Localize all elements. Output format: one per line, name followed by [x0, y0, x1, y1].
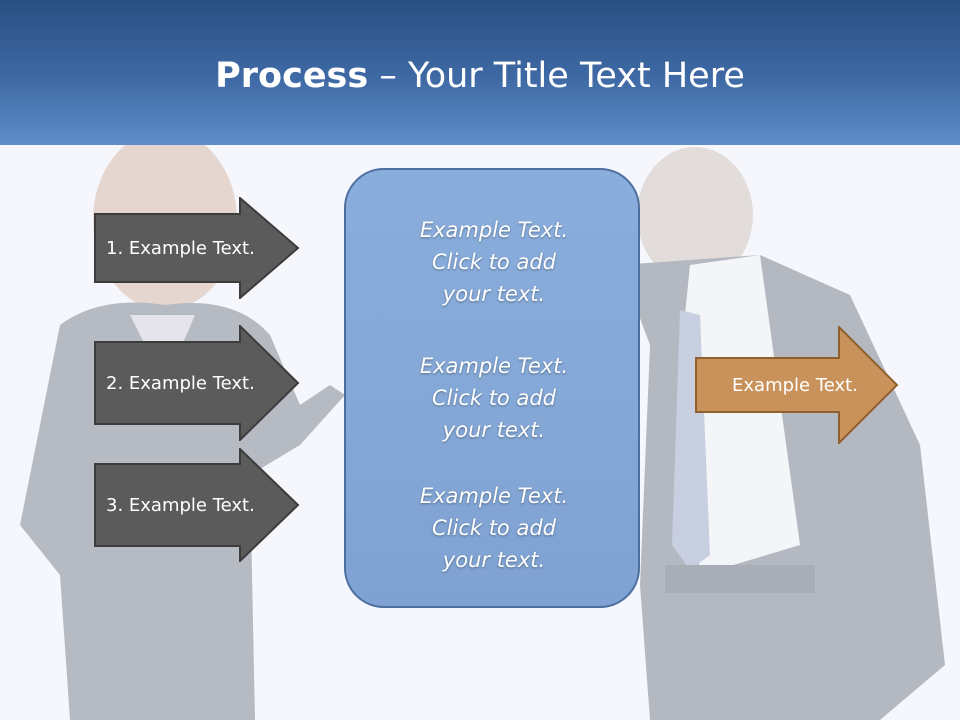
text-line: Example Text. [419, 484, 569, 508]
text-line: Example Text. [419, 354, 569, 378]
result-arrow[interactable]: Example Text. [695, 326, 899, 444]
text-line: Click to add [431, 250, 556, 274]
arrow-shape-icon [94, 197, 300, 299]
arrow-label: 2. Example Text. [106, 372, 255, 394]
text-line: your text. [442, 282, 546, 306]
arrow-label: 3. Example Text. [106, 494, 255, 516]
arrow-label: Example Text. [732, 374, 858, 396]
text-line: your text. [442, 418, 546, 442]
text-block-3: Example Text. Click to add your text. [346, 480, 642, 576]
center-text-box[interactable]: Example Text. Click to add your text. Ex… [344, 168, 640, 608]
text-line: Click to add [431, 386, 556, 410]
text-line: your text. [442, 548, 546, 572]
slide-title[interactable]: Process – Your Title Text Here [0, 52, 960, 100]
text-block-2: Example Text. Click to add your text. [346, 350, 642, 446]
process-arrow-2[interactable]: 2. Example Text. [94, 325, 300, 441]
arrow-shape-icon [94, 325, 300, 441]
process-arrow-3[interactable]: 3. Example Text. [94, 448, 300, 562]
title-bold-part: Process [215, 56, 369, 96]
text-line: Example Text. [419, 218, 569, 242]
title-bar [0, 0, 960, 145]
process-arrow-1[interactable]: 1. Example Text. [94, 197, 300, 299]
arrow-label: 1. Example Text. [106, 237, 255, 259]
text-block-1: Example Text. Click to add your text. [346, 214, 642, 310]
arrow-shape-icon [94, 448, 300, 562]
title-rest-part: – Your Title Text Here [368, 56, 745, 96]
text-line: Click to add [431, 516, 556, 540]
arrow-shape-icon [695, 326, 899, 444]
